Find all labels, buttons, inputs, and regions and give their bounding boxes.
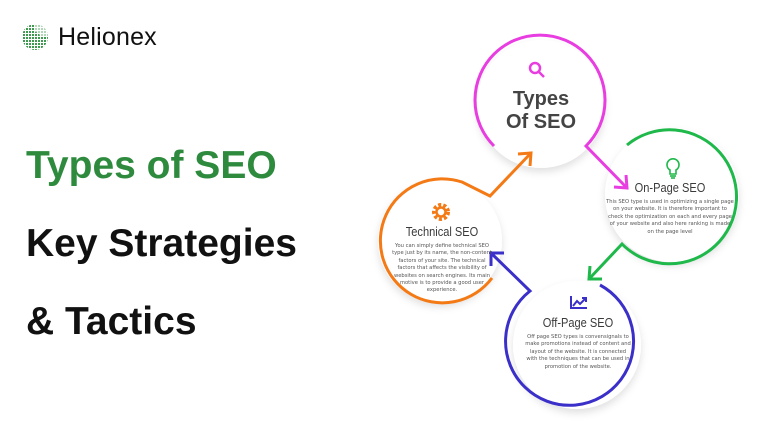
headline-key-strategies: Key Strategies [26,222,297,265]
arrow-to-off-page-icon [587,265,602,281]
off-page-seo-node: Off-Page SEO Off page SEO types is conve… [525,315,631,371]
technical-title: Technical SEO [405,224,479,239]
technical-circle-bg [378,179,502,303]
center-ring [473,33,629,190]
lightbulb-icon [666,158,680,179]
technical-ring [378,151,533,305]
off-page-ring [489,251,635,407]
headline-tactics: & Tactics [26,300,197,343]
technical-description: You can simply define technical SEO type… [392,243,492,294]
arrow-to-technical-icon [489,251,504,266]
center-title-line1: Types [512,88,570,110]
gear-icon [432,203,450,221]
headline-types-of-seo: Types of SEO [26,144,277,187]
arrow-to-center-icon [517,151,533,167]
brand-logo: Helionex [20,22,157,52]
on-page-description: This SEO type is used in optimizing a si… [606,199,734,235]
center-title: Types Of SEO [495,88,587,134]
on-page-circle-bg [605,128,739,262]
off-page-description: Off page SEO types is convensignals to m… [525,334,631,370]
search-icon [528,61,545,78]
trend-chart-icon [570,296,587,309]
center-circle-bg [477,40,605,168]
technical-seo-node: Technical SEO You can simply define tech… [390,224,494,295]
off-page-circle-bg [513,281,641,409]
center-title-line2: Of SEO [505,111,576,133]
arrow-to-on-page-icon [613,174,629,190]
brand-name: Helionex [58,22,157,51]
on-page-title: On-Page SEO [634,180,706,195]
globe-logo-icon [22,24,48,50]
off-page-title: Off-Page SEO [542,315,614,330]
on-page-ring [587,128,738,281]
on-page-seo-node: On-Page SEO This SEO type is used in opt… [606,180,734,236]
